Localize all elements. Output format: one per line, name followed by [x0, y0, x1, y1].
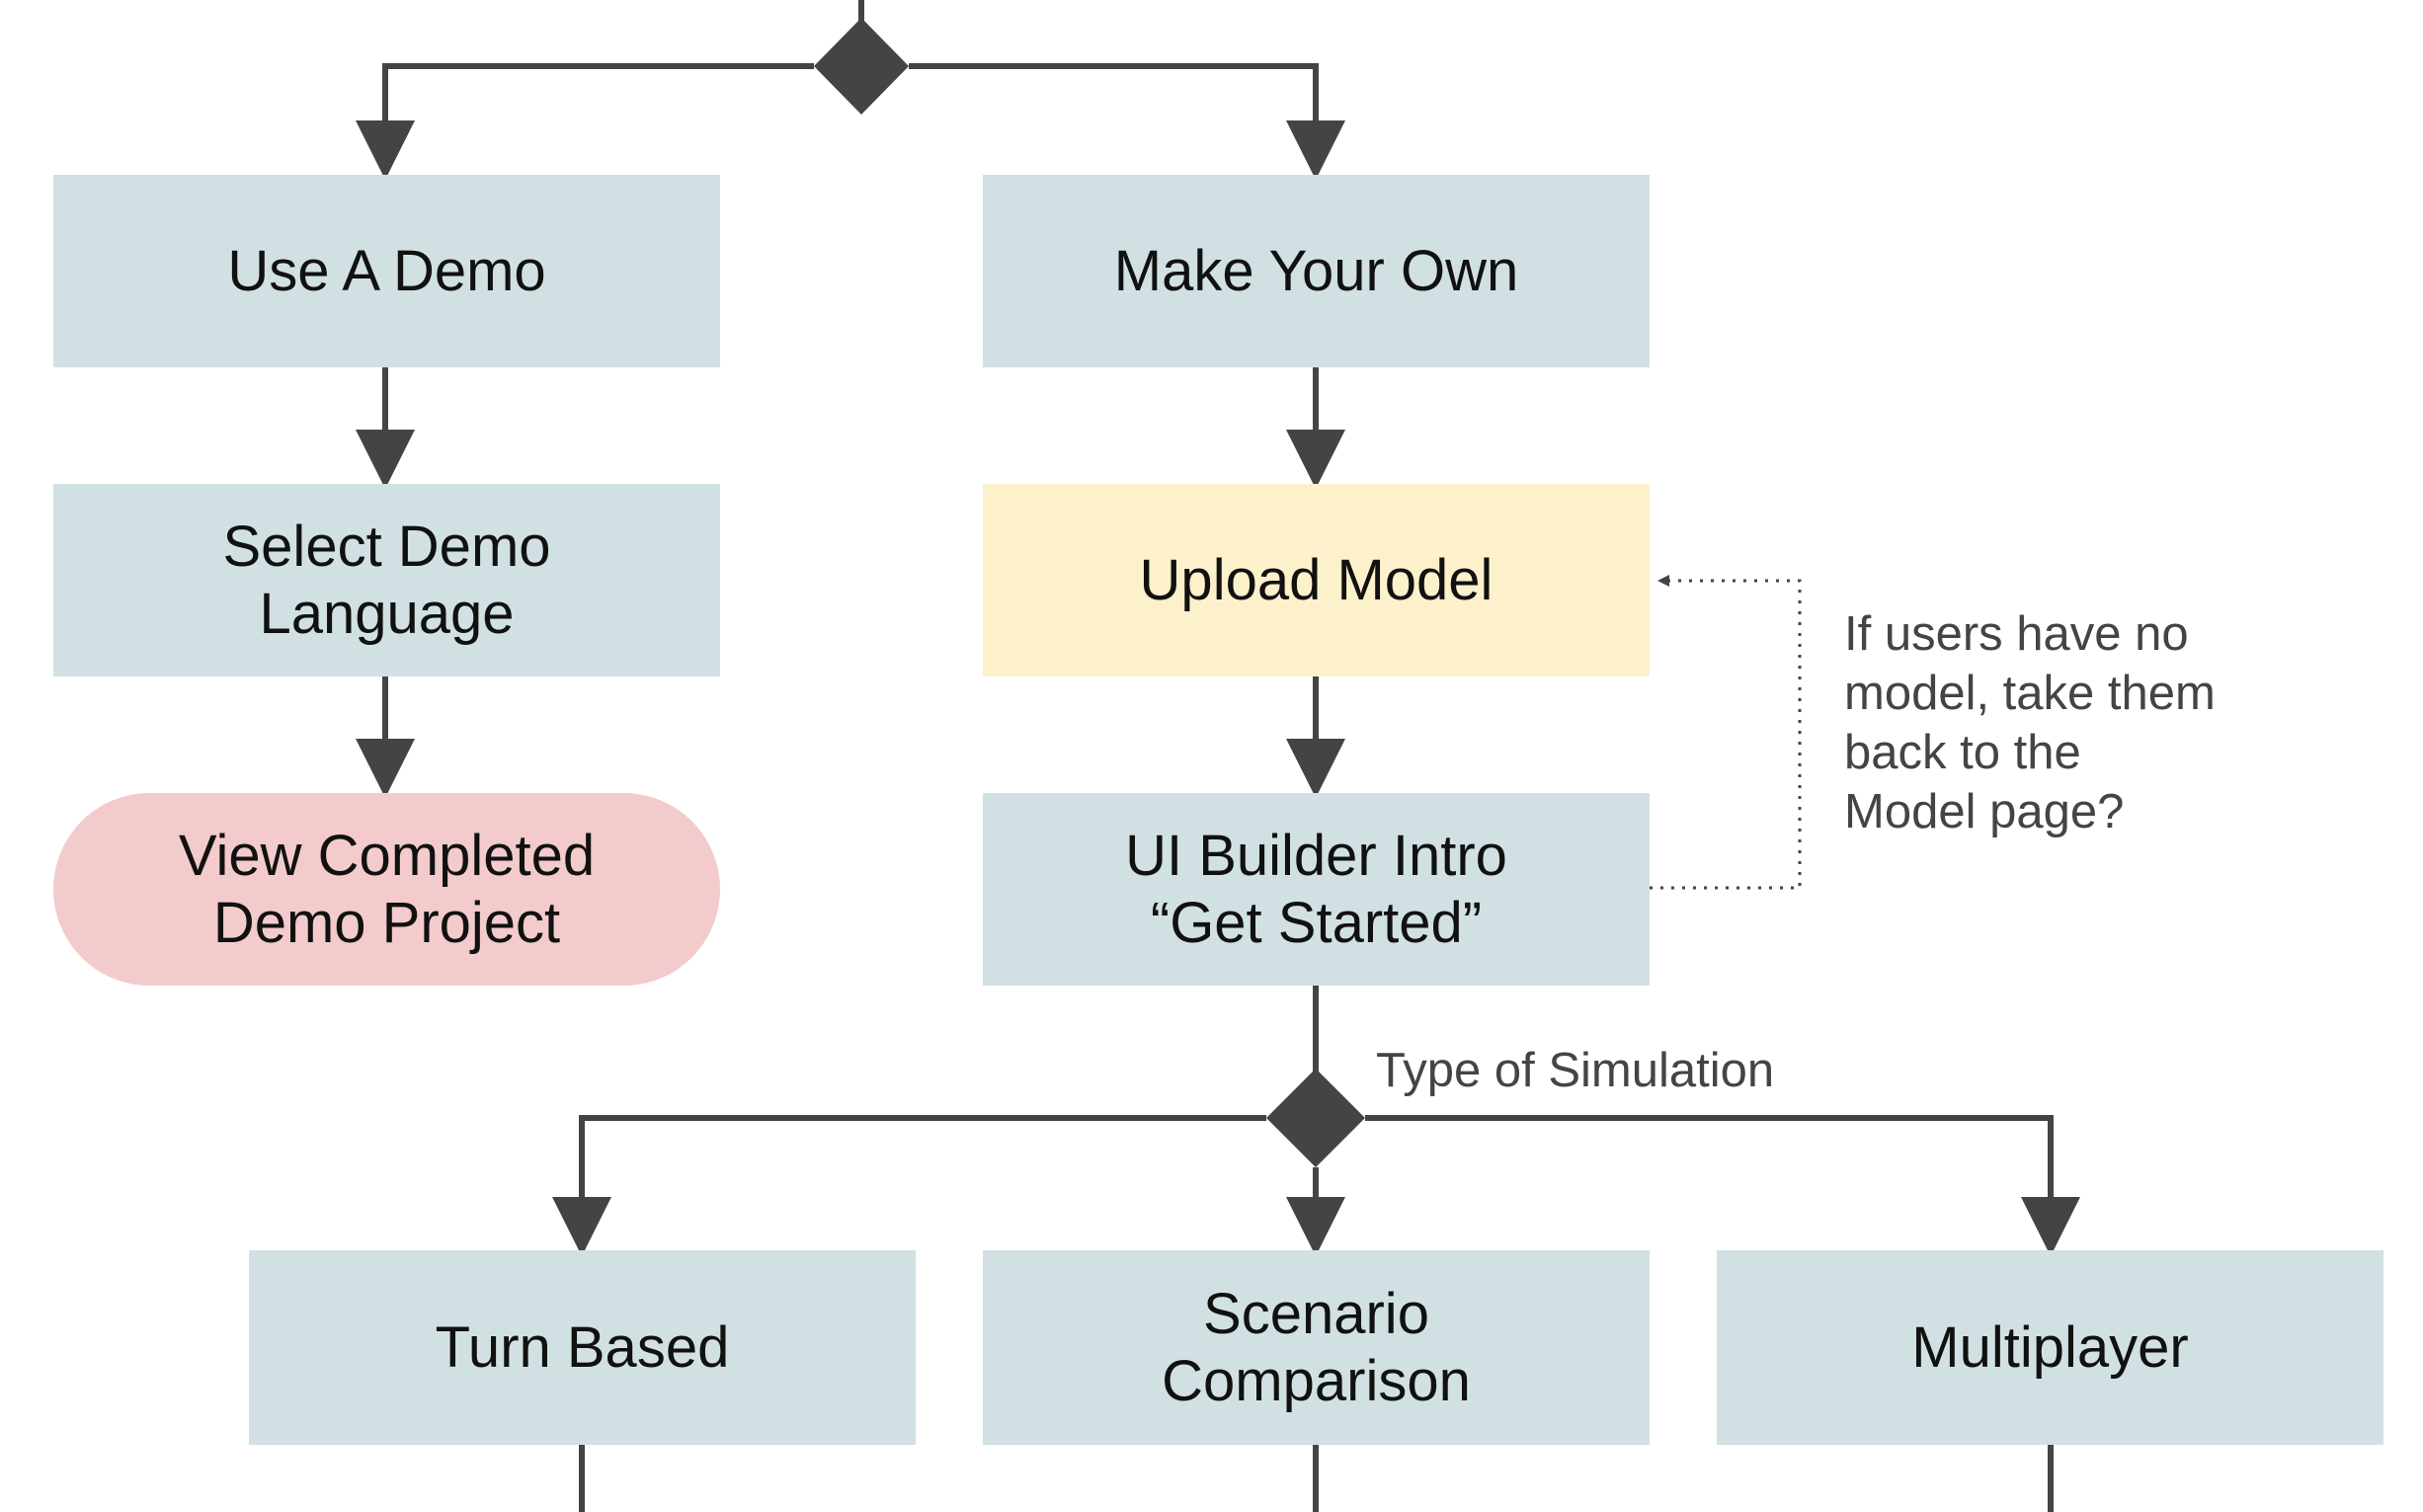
use-demo-label: Use A Demo: [227, 238, 546, 303]
decision-diamond-top: [814, 18, 909, 115]
feedback-note-line4: Model page?: [1844, 785, 2125, 838]
connector-to-multiplayer: [1365, 1115, 2080, 1256]
feedback-note: If users have no model, take them back t…: [1844, 604, 2216, 841]
view-completed-label-line2: Demo Project: [212, 890, 561, 955]
ui-builder-intro-label-line2: “Get Started”: [1150, 890, 1483, 955]
feedback-note-line2: model, take them: [1844, 667, 2216, 720]
view-completed-demo-node: View Completed Demo Project: [53, 793, 720, 986]
make-own-label: Make Your Own: [1113, 238, 1519, 303]
scenario-comparison-label-line2: Comparison: [1162, 1348, 1471, 1413]
multiplayer-label: Multiplayer: [1911, 1314, 2189, 1380]
ui-builder-intro-node: UI Builder Intro “Get Started”: [983, 793, 1650, 986]
simulation-type-label: Type of Simulation: [1376, 1044, 1775, 1097]
ui-builder-intro-label-line1: UI Builder Intro: [1125, 823, 1507, 888]
view-completed-label-line1: View Completed: [178, 823, 596, 888]
multiplayer-node: Multiplayer: [1717, 1250, 2383, 1445]
select-demo-language-label-line1: Select Demo: [222, 514, 551, 579]
upload-model-node: Upload Model: [983, 484, 1650, 676]
connector-to-turn-based: [552, 1115, 1266, 1256]
connector-top-right: [909, 63, 1345, 180]
feedback-note-line1: If users have no: [1844, 607, 2189, 661]
use-demo-node: Use A Demo: [53, 175, 720, 367]
turn-based-node: Turn Based: [249, 1250, 916, 1445]
select-demo-language-node: Select Demo Language: [53, 484, 720, 676]
make-own-node: Make Your Own: [983, 175, 1650, 367]
scenario-comparison-label-line1: Scenario: [1203, 1281, 1429, 1346]
feedback-note-line3: back to the: [1844, 726, 2081, 779]
dotted-feedback-connector: [1650, 575, 1802, 890]
connector-top-left: [356, 63, 814, 180]
upload-model-label: Upload Model: [1139, 547, 1494, 612]
turn-based-label: Turn Based: [435, 1314, 730, 1380]
select-demo-language-label-line2: Language: [259, 581, 515, 646]
decision-diamond-simulation: [1266, 1069, 1365, 1167]
scenario-comparison-node: Scenario Comparison: [983, 1250, 1650, 1445]
